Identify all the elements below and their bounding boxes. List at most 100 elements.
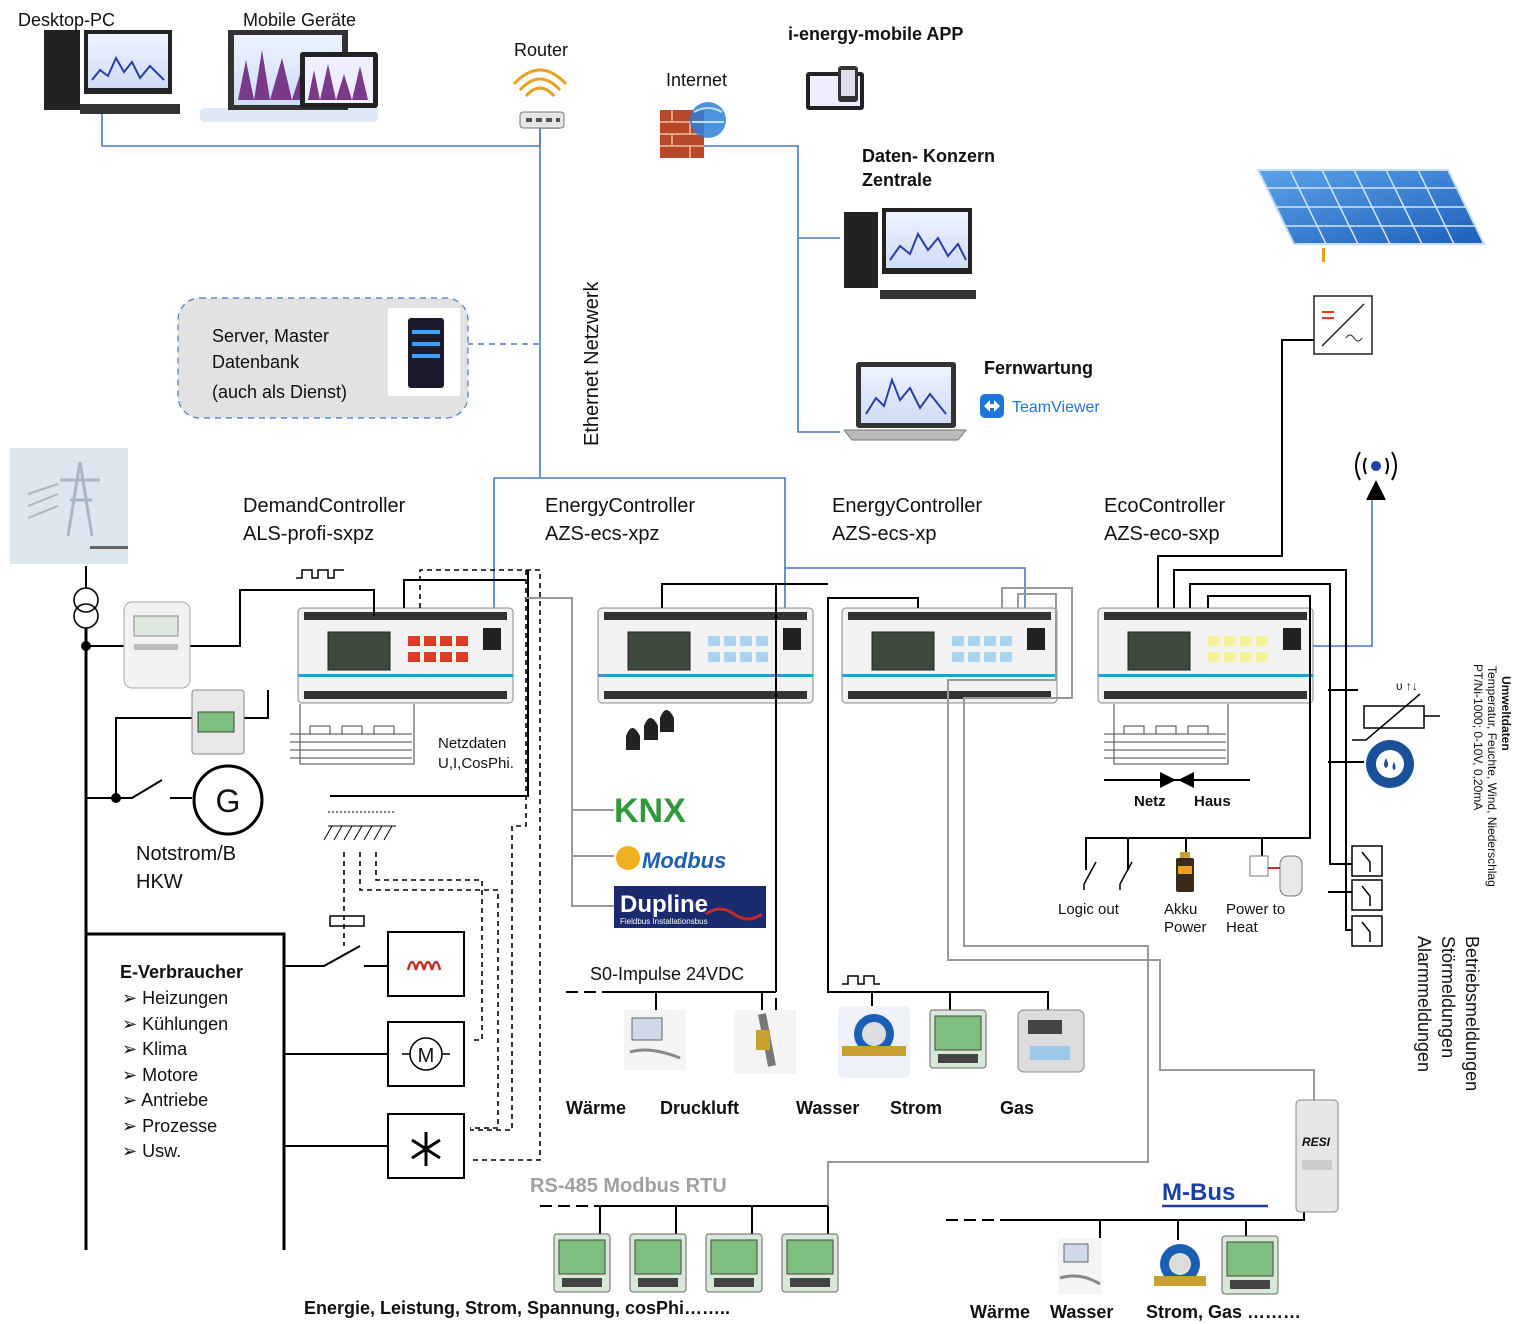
- router-icon: [512, 68, 568, 129]
- teamviewer-text: TeamViewer: [1012, 399, 1100, 416]
- generator-symbol: G: [216, 783, 241, 819]
- heater-load-icon: [387, 931, 465, 997]
- server-label-3: (auch als Dienst): [212, 382, 347, 402]
- modbus-logo: Modbus: [616, 846, 726, 873]
- cooling-load-icon: [387, 1113, 465, 1179]
- battery-icon: [1176, 852, 1194, 892]
- svg-text:➢ Usw.: ➢ Usw.: [122, 1141, 181, 1161]
- inverter-icon: [1313, 295, 1373, 355]
- mbus-converter-icon: RESI: [1295, 1099, 1339, 1213]
- p2h-label-2: Heat: [1226, 919, 1259, 936]
- mbus-device-label: RESI: [1302, 1135, 1331, 1149]
- backup-label-1: Notstrom/B: [136, 843, 236, 865]
- server-label-1: Server, Master: [212, 326, 329, 346]
- laptop-icon: [842, 362, 968, 441]
- netzdaten-label-2: U,I,CosPhi.: [438, 755, 514, 772]
- gas-meter-icon: [1017, 1009, 1085, 1073]
- desktop-pc-icon: [44, 30, 180, 114]
- controller-3-name: EnergyController: [832, 495, 982, 517]
- svg-text:➢ Motore: ➢ Motore: [122, 1065, 198, 1085]
- mbus-caption-1: Wärme: [970, 1302, 1030, 1322]
- internet-firewall-icon: [660, 102, 726, 158]
- data-center-label-2: Zentrale: [862, 170, 932, 190]
- controller-4-name: EcoController: [1104, 495, 1226, 517]
- water-meter-icon: [838, 1006, 910, 1078]
- remote-label: Fernwartung: [984, 358, 1093, 378]
- coil-icon: [329, 915, 365, 927]
- server-label-2: Datenbank: [212, 352, 300, 372]
- netzdaten-label-1: Netzdaten: [438, 735, 506, 752]
- logic-out-label: Logic out: [1058, 901, 1120, 918]
- mbus-heat-meter-icon: [1058, 1238, 1102, 1294]
- energy-controller-2-device: [841, 607, 1058, 704]
- phase-wiring-demand: [290, 704, 415, 765]
- mobile-devices-icon: [200, 30, 378, 122]
- rs485-wiring: [540, 587, 1149, 1234]
- ethernet-label: Ethernet Netzwerk: [581, 280, 603, 446]
- akku-label-1: Akku: [1164, 901, 1197, 918]
- knx-label: KNX: [614, 792, 686, 830]
- s0-meter-label: Strom: [890, 1098, 942, 1118]
- consumer-item: Antriebe: [141, 1090, 208, 1110]
- s0-meter-label: Wärme: [566, 1098, 626, 1118]
- netz-label: Netz: [1134, 793, 1166, 810]
- akku-label-2: Power: [1164, 919, 1207, 936]
- mbus-caption-2: Wasser: [1050, 1302, 1113, 1322]
- knx-logo: KNX: [614, 792, 686, 830]
- controller-2-name: EnergyController: [545, 495, 695, 517]
- relay-bank-icon: [323, 811, 396, 841]
- motor-symbol: M: [418, 1045, 435, 1067]
- consumer-item: Kühlungen: [142, 1014, 228, 1034]
- environment-line-1: Temperatur, Feuchte, Wind, Niederschlag: [1485, 666, 1499, 887]
- mbus-water-meter-icon: [1154, 1244, 1206, 1286]
- control-dashed-lines: [343, 569, 541, 1161]
- teamviewer-logo: TeamViewer: [978, 392, 1114, 420]
- motor-load-icon: M: [387, 1021, 465, 1087]
- alarm-contacts-icon: [1351, 845, 1383, 947]
- antenna-icon: [1355, 451, 1397, 500]
- mbus-logo: M-Bus: [1162, 1179, 1268, 1208]
- rs485-title: RS-485 Modbus RTU: [530, 1175, 727, 1197]
- electricity-meter-icon: [123, 601, 191, 689]
- consumers-title: E-Verbraucher: [120, 962, 243, 982]
- mbus-title: M-Bus: [1162, 1179, 1235, 1206]
- svg-text:➢ Heizungen: ➢ Heizungen: [122, 988, 228, 1008]
- controller-1-model: ALS-profi-sxpz: [243, 523, 374, 545]
- netz-haus-arrows: [1104, 772, 1250, 788]
- eco-controller-device: [1097, 607, 1314, 704]
- desktop-pc-label: Desktop-PC: [18, 10, 115, 30]
- solar-panel-icon: [1256, 169, 1486, 262]
- server-panel: [177, 297, 469, 419]
- controller-4-model: AZS-eco-sxp: [1104, 523, 1220, 545]
- rs485-caption: Energie, Leistung, Strom, Spannung, cosP…: [304, 1298, 730, 1318]
- alarms-line-1: Betriebsmeldungen: [1462, 936, 1482, 1091]
- temperature-sensor-icon: υ ↑↓: [1352, 679, 1440, 741]
- pulse-symbol-1: [296, 569, 344, 579]
- router-label: Router: [514, 40, 568, 60]
- p2h-label-1: Power to: [1226, 901, 1285, 918]
- logic-out-icon: [1083, 861, 1133, 890]
- mobile-devices-label: Mobile Geräte: [243, 10, 356, 30]
- app-icon: [806, 66, 864, 110]
- environment-line-2: PT/Ni-1000; 0-10V, 0,20mA: [1471, 664, 1485, 810]
- current-clamps-icon: [626, 710, 674, 750]
- demand-controller-device: [297, 607, 514, 704]
- compressed-air-meter-icon: [734, 1010, 796, 1074]
- consumer-item: Klima: [142, 1039, 188, 1059]
- generator-icon: G: [192, 764, 264, 836]
- dupline-logo: Dupline Fieldbus Installationsbus: [614, 886, 766, 928]
- rs485-meter-icon: [705, 1233, 763, 1293]
- mbus-wiring: [946, 593, 1315, 1240]
- din-meter-icon: [191, 689, 245, 755]
- data-center-label-1: Daten- Konzern: [862, 146, 995, 166]
- alarms-line-3: Alarmmeldungen: [1414, 936, 1434, 1072]
- backup-label-2: HKW: [136, 871, 183, 893]
- s0-title: S0-Impulse 24VDC: [590, 964, 744, 984]
- svg-text:➢ Antriebe: ➢ Antriebe: [122, 1090, 208, 1110]
- phase-wiring-eco: [1104, 704, 1229, 765]
- heat-meter-icon: [624, 1010, 686, 1070]
- svg-text:➢ Kühlungen: ➢ Kühlungen: [122, 1014, 228, 1034]
- controller-3-model: AZS-ecs-xp: [832, 523, 936, 545]
- app-label: i-energy-mobile APP: [788, 24, 963, 44]
- rs485-meter-icon: [553, 1233, 611, 1293]
